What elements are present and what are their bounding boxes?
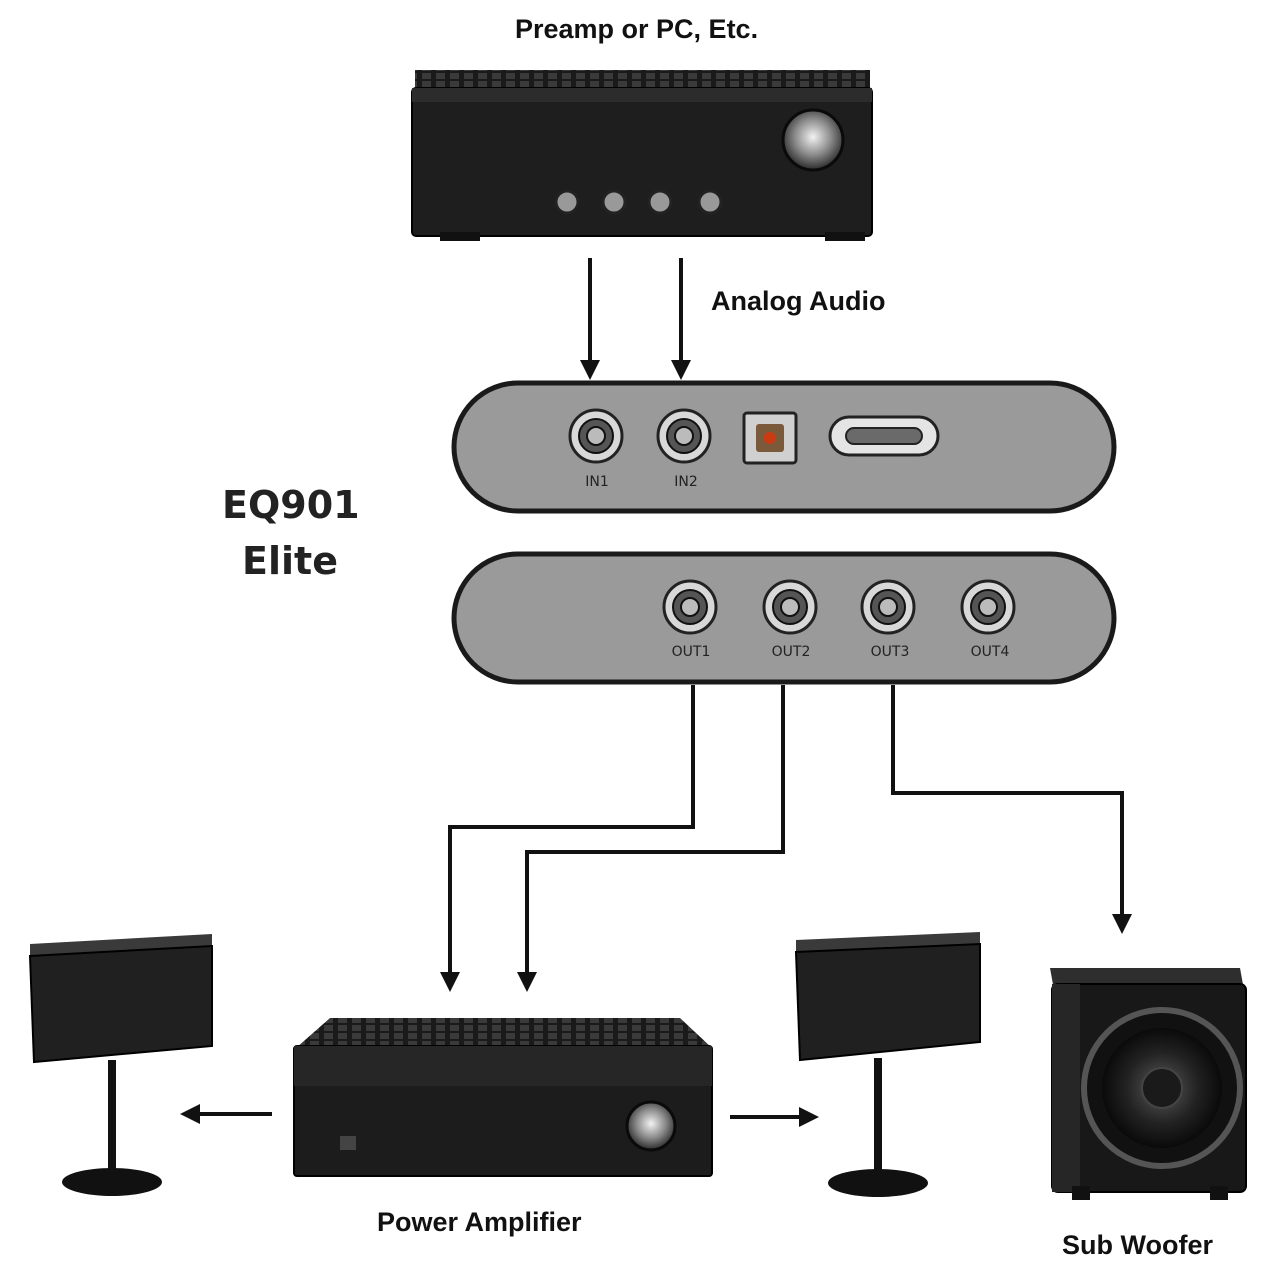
- eq901-input-panel: IN1 IN2: [451, 380, 1117, 514]
- subwoofer: [1050, 968, 1247, 1200]
- port-label-out4: OUT4: [971, 644, 1010, 660]
- rca-jack-out4: [960, 579, 1016, 635]
- device-edition-label: Elite: [242, 539, 338, 583]
- amp-power-switch: [340, 1136, 356, 1150]
- preamp-unit: [411, 70, 873, 241]
- preamp-button: [697, 189, 723, 215]
- rca-jack-in2: [656, 408, 712, 464]
- cable-out3-to-sub: [891, 685, 1132, 934]
- optical-port: [742, 411, 798, 465]
- usb-port: [828, 415, 940, 457]
- eq901-output-panel: OUT1 OUT2 OUT3 OUT4: [451, 551, 1117, 685]
- port-label-out2: OUT2: [772, 644, 811, 660]
- device-model-label: EQ901: [222, 483, 360, 527]
- preamp-button: [601, 189, 627, 215]
- signal-type-label: Analog Audio: [711, 286, 886, 316]
- power-amplifier-label: Power Amplifier: [377, 1207, 582, 1237]
- cable-out2-to-amp: [517, 685, 785, 992]
- subwoofer-label: Sub Woofer: [1062, 1230, 1213, 1260]
- port-label-in1: IN1: [585, 474, 609, 490]
- amp-knob: [625, 1100, 677, 1152]
- right-speaker: [794, 932, 981, 1197]
- preamp-button: [647, 189, 673, 215]
- rca-jack-in1: [568, 408, 624, 464]
- rca-jack-out3: [860, 579, 916, 635]
- port-label-out1: OUT1: [672, 644, 711, 660]
- source-label: Preamp or PC, Etc.: [515, 14, 759, 44]
- rca-jack-out1: [662, 579, 718, 635]
- power-amplifier: [293, 1018, 713, 1177]
- cable-out1-to-amp: [440, 685, 695, 992]
- port-label-out3: OUT3: [871, 644, 910, 660]
- device-name-label: EQ901 Elite: [222, 477, 360, 589]
- port-label-in2: IN2: [674, 474, 698, 490]
- rca-jack-out2: [762, 579, 818, 635]
- volume-knob: [781, 108, 845, 172]
- left-speaker: [28, 934, 213, 1196]
- preamp-button: [554, 189, 580, 215]
